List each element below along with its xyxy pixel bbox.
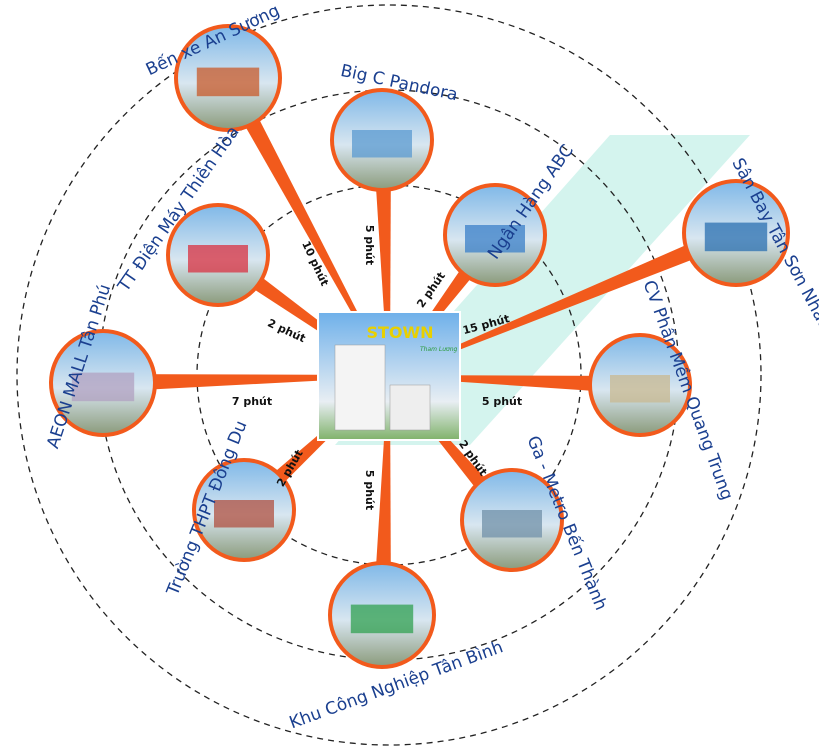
destination-node[interactable] — [328, 561, 436, 669]
destination-node[interactable] — [192, 458, 296, 562]
building-icon — [704, 222, 768, 252]
travel-time: 5 phút — [363, 470, 376, 510]
spoke-line — [388, 224, 740, 377]
destination-node[interactable] — [174, 24, 282, 132]
destination-node[interactable] — [682, 179, 790, 287]
building-icon — [350, 604, 414, 634]
building-icon — [482, 510, 542, 538]
building-icon — [188, 245, 248, 273]
travel-time: 5 phút — [363, 225, 376, 265]
spoke-line — [220, 73, 390, 377]
building-icon — [610, 375, 670, 403]
destination-node[interactable] — [588, 333, 692, 437]
building-icon — [352, 130, 412, 158]
destination-node[interactable] — [49, 329, 157, 437]
travel-time: 5 phút — [482, 395, 522, 408]
building-icon — [465, 225, 525, 253]
travel-time: 7 phút — [232, 395, 272, 408]
building-icon — [196, 67, 260, 97]
destination-node[interactable] — [330, 88, 434, 192]
destination-node[interactable] — [166, 203, 270, 307]
travel-time: 2 phút — [265, 316, 307, 345]
ring-outer — [16, 4, 762, 746]
brand-logo: STOWN — [366, 323, 433, 342]
destination-node[interactable] — [460, 468, 564, 572]
destination-node[interactable] — [443, 183, 547, 287]
brand-sub: Tham Lương — [420, 346, 458, 353]
building-icon — [71, 372, 135, 402]
travel-time: 2 phút — [274, 448, 305, 489]
destination-nodes — [49, 24, 790, 669]
center-project: STOWN Tham Lương — [317, 311, 461, 441]
building-icon — [214, 500, 274, 528]
